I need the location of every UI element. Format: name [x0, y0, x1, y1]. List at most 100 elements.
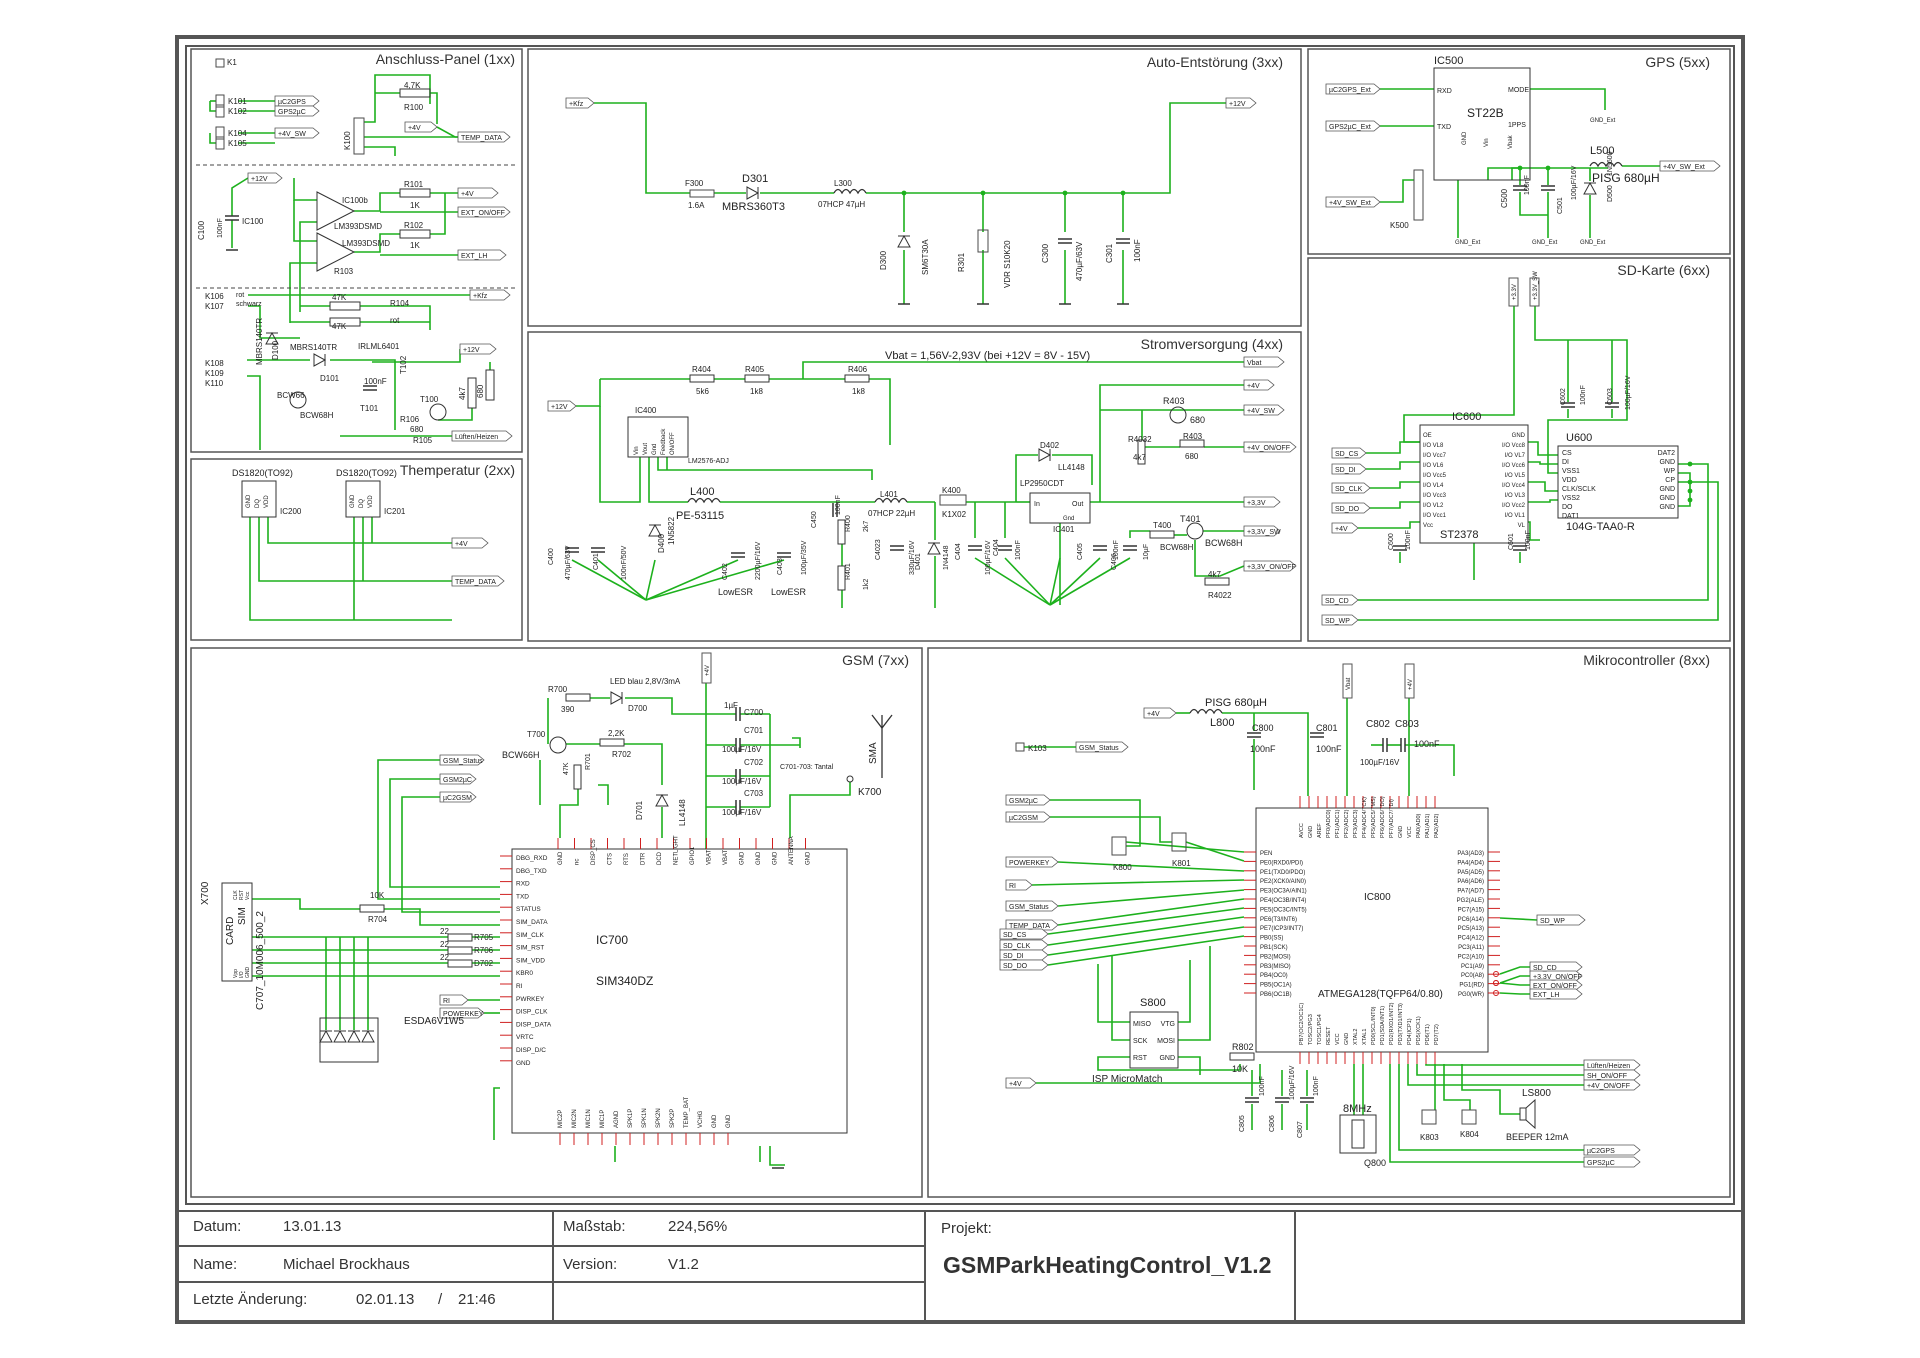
pin-label: PE0(RXD0/PDI)	[1260, 860, 1303, 866]
label: IC700	[596, 933, 628, 947]
label: BCW66H	[502, 750, 540, 760]
wire	[231, 177, 249, 200]
label: 100µF/16V	[985, 540, 992, 575]
wire	[209, 101, 216, 112]
pin-label: GND	[712, 1114, 718, 1128]
label: MBRS140TR	[290, 343, 337, 352]
label: R4022	[1208, 591, 1232, 600]
open-pin	[1493, 990, 1499, 996]
net-label	[247, 172, 283, 184]
wire	[645, 559, 739, 601]
footer-name-label: Name:	[193, 1256, 238, 1273]
pin-label: SPK2N	[656, 1108, 662, 1128]
label: 1k2	[863, 579, 870, 590]
footer-aenderung-date: 02.01.13	[356, 1291, 415, 1308]
pin-label: PE4(OC3B/INT4)	[1260, 898, 1306, 904]
tvs-array-d702	[319, 1017, 379, 1063]
resistor-r105	[467, 377, 477, 409]
label: ATMEGA128(TQFP64/0.80)	[1318, 989, 1443, 1000]
wire	[1097, 964, 1130, 1023]
resistor-r802	[1229, 1052, 1255, 1061]
pin-label: RXD	[516, 881, 530, 888]
connector-k103	[1015, 742, 1025, 752]
label: D500	[1607, 185, 1614, 202]
label: K105	[228, 139, 247, 148]
panel-gsm	[190, 647, 923, 1198]
net-label-text: GSM_Status	[443, 758, 483, 765]
net-label	[1583, 1079, 1641, 1091]
label: LowESR	[771, 587, 807, 597]
pin-label: RI	[516, 983, 523, 990]
net-label-text: µC2GSM	[1009, 815, 1038, 822]
panel-title-sdkarte: SD-Karte (6xx)	[1617, 262, 1710, 278]
wire	[1099, 384, 1244, 502]
wire	[249, 517, 452, 621]
label: C806	[1269, 1115, 1276, 1132]
pin-label: GND	[740, 851, 746, 865]
panel-title-entstoerung: Auto-Entstörung (3xx)	[1146, 54, 1283, 70]
net-label-text: EXT_LH	[1533, 992, 1559, 999]
tvs-diode	[361, 1029, 375, 1043]
pin-label: TXD	[516, 893, 529, 900]
wire	[1366, 481, 1420, 489]
pin-label: WP	[1664, 468, 1676, 475]
net-label	[1331, 447, 1367, 459]
pin-label: VBAT	[707, 849, 713, 865]
label: 680	[410, 425, 424, 434]
net-label	[1659, 160, 1721, 172]
label: MODE	[1508, 87, 1529, 94]
wire	[1366, 501, 1420, 509]
pin-label: DISP_CLK	[516, 1009, 548, 1016]
net-label	[274, 127, 320, 139]
label: 100nF	[1259, 1076, 1266, 1096]
wire	[1499, 917, 1538, 921]
net-flag-3v3	[1508, 277, 1519, 307]
label: IC600	[1452, 411, 1481, 423]
pin-label: VRTC	[516, 1034, 534, 1041]
wire	[401, 796, 500, 913]
label: R403	[1163, 396, 1185, 406]
pin-label: AGND	[614, 1110, 620, 1128]
label: LM393DSMD	[334, 222, 382, 231]
wire	[1047, 916, 1245, 946]
pin-label: I/O Vcc7	[1423, 453, 1447, 459]
net-label	[1243, 441, 1297, 453]
label: 1N5822	[667, 516, 676, 545]
net-label-text: RI	[1009, 883, 1016, 890]
connector-k100	[353, 117, 365, 155]
label: Vin	[1484, 138, 1490, 147]
pin-label: PF4(ADC4/TCK)	[1362, 797, 1368, 838]
pin-label: PC3(A11)	[1458, 945, 1484, 951]
resistor-r102	[399, 229, 431, 239]
wire	[624, 743, 663, 785]
footer-massstab-value: 224,56%	[668, 1218, 728, 1235]
net-label	[1005, 879, 1033, 891]
pin-label: VSS2	[1562, 495, 1580, 502]
label: D701	[635, 800, 644, 820]
label: 100µF/16V	[1289, 1065, 1296, 1100]
net-label-text: +4V_SW_Ext	[1663, 164, 1705, 171]
pin-label: I/O VL6	[1423, 463, 1444, 469]
label: ST22B	[1467, 106, 1504, 120]
net-flag-4v	[701, 652, 712, 684]
sensor-ic201	[345, 480, 381, 518]
pin-label: PD5(XCK1)	[1416, 1016, 1422, 1045]
connector-pin	[215, 126, 225, 140]
pin-label: DBG_RXD	[516, 855, 548, 862]
pin-label: PF7(ADC7/TDI)	[1389, 799, 1395, 838]
label: 100µF/16V	[722, 808, 762, 817]
label: 100µF/16V	[1571, 165, 1578, 200]
jumper-k800	[1111, 836, 1127, 856]
label: 100nF	[1313, 1076, 1320, 1096]
panel-title-gsm: GSM (7xx)	[842, 652, 909, 668]
net-label-text: GSM2µC	[1009, 798, 1038, 805]
label: IC100b	[342, 196, 368, 205]
net-label	[1075, 741, 1129, 753]
diode-d101	[313, 353, 327, 367]
wire	[974, 557, 1051, 606]
label: R702	[612, 750, 632, 759]
label: C805	[1239, 1115, 1246, 1132]
label: C501	[1557, 197, 1564, 214]
footer-datum-value: 13.01.13	[283, 1218, 342, 1235]
wire	[1049, 557, 1061, 606]
